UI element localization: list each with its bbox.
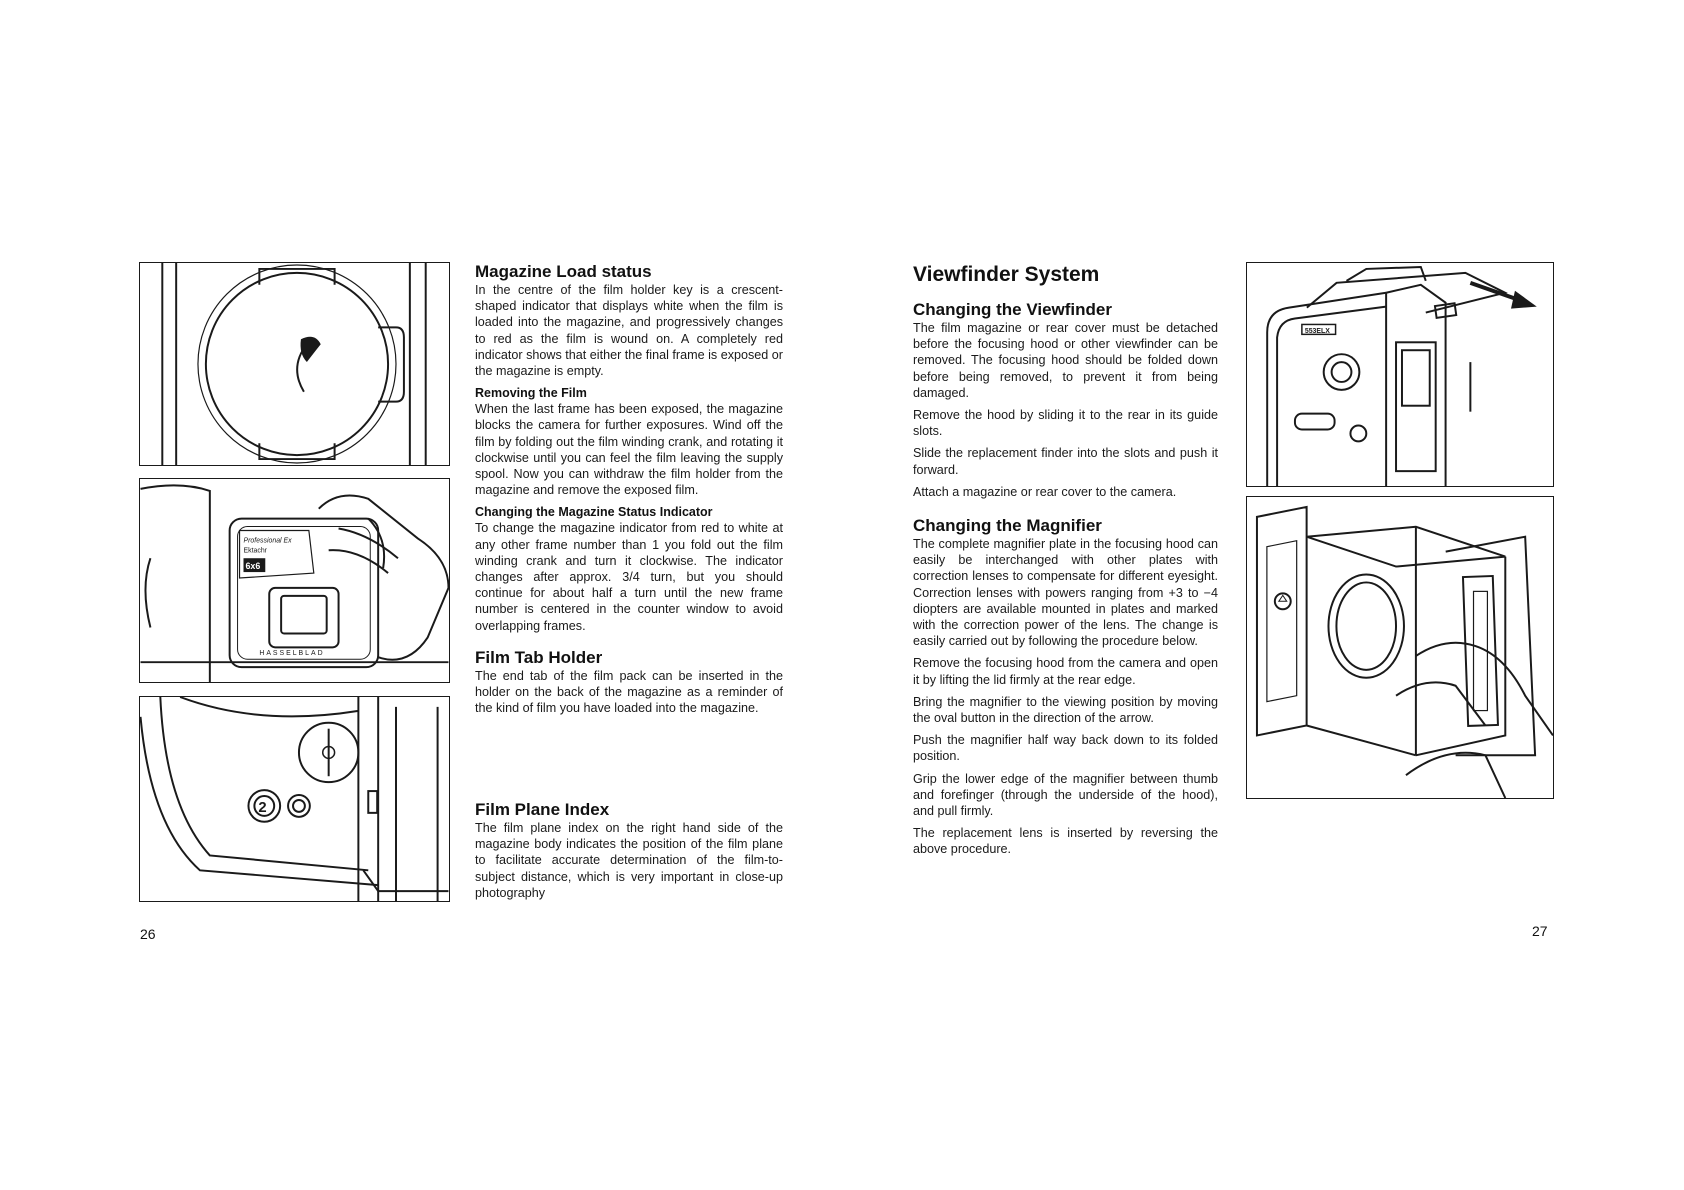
paragraph: Bring the magnifier to the viewing posit… xyxy=(913,694,1218,726)
heading-changing-status-indicator: Changing the Magazine Status Indicator xyxy=(475,505,713,520)
paragraph: The replacement lens is inserted by reve… xyxy=(913,826,1218,857)
tab-card-badge: 6x6 xyxy=(245,561,260,571)
figure-change-magnifier xyxy=(1246,496,1554,799)
paragraph: Remove the hood by sliding it to the rea… xyxy=(913,408,1218,439)
frame-counter-digit: 2 xyxy=(258,800,266,816)
figure-film-holder-key xyxy=(139,262,450,466)
tab-card-line1: Professional Ex xyxy=(244,537,293,544)
paragraph: Slide the replacement finder into the sl… xyxy=(913,446,1218,477)
change-magnifier-illustration xyxy=(1255,505,1553,798)
tab-card-line2: Ektachr xyxy=(244,547,268,554)
heading-removing-the-film: Removing the Film xyxy=(475,386,587,401)
heading-changing-magnifier: Changing the Magnifier xyxy=(913,516,1102,536)
paragraph: Push the magnifier half way back down to… xyxy=(913,733,1218,764)
page-title-viewfinder-system: Viewfinder System xyxy=(913,263,1100,286)
body-changing-status-indicator: To change the magazine indicator from re… xyxy=(475,521,783,633)
right-text-column: Viewfinder System Changing the Viewfinde… xyxy=(913,262,1218,858)
figure-film-plane-index: 2 xyxy=(139,696,450,902)
page-number-left: 26 xyxy=(140,926,156,942)
heading-film-tab-holder: Film Tab Holder xyxy=(475,647,603,667)
paragraph: Grip the lower edge of the magnifier bet… xyxy=(913,771,1218,819)
heading-changing-viewfinder: Changing the Viewfinder xyxy=(913,300,1112,319)
body-magazine-load-status: In the centre of the film holder key is … xyxy=(475,283,784,379)
body-removing-the-film: When the last frame has been exposed, th… xyxy=(475,402,783,498)
left-text-column: Magazine Load status In the centre of th… xyxy=(475,262,783,716)
figure-remove-viewfinder: 553ELX xyxy=(1246,262,1554,487)
heading-film-plane-index: Film Plane Index xyxy=(475,800,610,819)
film-tab-holder-illustration: Professional Ex Ektachr 6x6 HASSELBLAD xyxy=(140,484,449,682)
left-text-column-bottom: Film Plane Index The film plane index on… xyxy=(475,800,783,901)
remove-viewfinder-illustration: 553ELX xyxy=(1266,265,1537,486)
page-number-right: 27 xyxy=(1532,923,1548,939)
body-film-plane-index: The film plane index on the right hand s… xyxy=(475,821,783,900)
body-film-tab-holder: The end tab of the film pack can be inse… xyxy=(475,668,783,716)
paragraph: Remove the focusing hood from the camera… xyxy=(913,656,1218,687)
film-plane-index-illustration: 2 xyxy=(140,697,449,901)
paragraph: Attach a magazine or rear cover to the c… xyxy=(913,484,1177,499)
brand-text: HASSELBLAD xyxy=(259,650,324,657)
film-holder-key-illustration xyxy=(161,263,427,465)
paragraph: The film magazine or rear cover must be … xyxy=(913,321,1218,400)
heading-magazine-load-status: Magazine Load status xyxy=(475,262,652,281)
paragraph: The complete magnifier plate in the focu… xyxy=(913,537,1218,649)
figure-film-tab-holder: Professional Ex Ektachr 6x6 HASSELBLAD xyxy=(139,478,450,683)
camera-badge: 553ELX xyxy=(1305,328,1330,335)
arrow-right-icon xyxy=(1469,280,1537,309)
